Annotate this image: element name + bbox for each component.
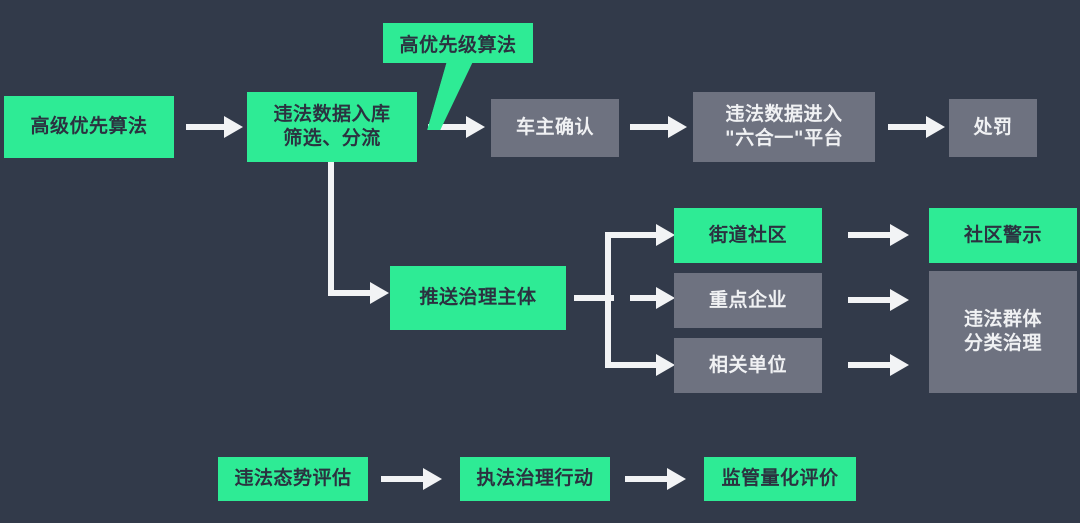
arrow-shaft xyxy=(186,124,226,130)
node-classified-governance[interactable]: 违法群体 分类治理 xyxy=(929,271,1077,393)
connector-hub-stem xyxy=(574,295,614,301)
callout-high-priority-algorithm[interactable]: 高优先级算法 xyxy=(383,23,533,63)
arrow-head xyxy=(890,354,909,376)
arrow-head xyxy=(656,224,675,246)
arrow-shaft xyxy=(630,295,658,301)
arrow-shaft xyxy=(630,124,670,130)
arrow-shaft xyxy=(888,124,928,130)
connector-branch-spine xyxy=(605,232,611,368)
arrow-shaft xyxy=(350,290,372,296)
arrow-head xyxy=(224,116,243,138)
arrow-head xyxy=(926,116,945,138)
node-enforcement-governance-action[interactable]: 执法治理行动 xyxy=(460,457,610,501)
arrow-head xyxy=(370,282,389,304)
arrow-shaft xyxy=(428,124,468,130)
arrow-head xyxy=(668,116,687,138)
node-street-community[interactable]: 街道社区 xyxy=(674,208,822,263)
arrow-shaft xyxy=(848,297,892,303)
arrow-shaft xyxy=(848,362,892,368)
arrow-head xyxy=(667,468,686,490)
node-penalty[interactable]: 处罚 xyxy=(949,99,1037,157)
arrow-head xyxy=(890,289,909,311)
arrow-head xyxy=(466,116,485,138)
arrow-head xyxy=(890,224,909,246)
node-community-warning[interactable]: 社区警示 xyxy=(929,208,1077,263)
arrow-shaft xyxy=(630,232,658,238)
node-push-governance-entity[interactable]: 推送治理主体 xyxy=(390,266,566,330)
arrow-shaft xyxy=(625,476,669,482)
arrow-shaft xyxy=(848,232,892,238)
connector-n2-down-vertical xyxy=(328,162,334,296)
node-related-unit[interactable]: 相关单位 xyxy=(674,338,822,393)
arrow-head xyxy=(656,287,675,309)
connector-branch-top xyxy=(605,232,647,238)
node-key-enterprise[interactable]: 重点企业 xyxy=(674,273,822,328)
node-violation-situation-assessment[interactable]: 违法态势评估 xyxy=(218,457,368,501)
node-advanced-priority-algorithm[interactable]: 高级优先算法 xyxy=(4,96,174,158)
arrow-shaft xyxy=(381,476,425,482)
arrow-shaft xyxy=(630,362,658,368)
node-owner-confirmation[interactable]: 车主确认 xyxy=(491,99,619,157)
arrow-head xyxy=(423,468,442,490)
node-liuheyi-platform[interactable]: 违法数据进入 "六合一"平台 xyxy=(693,92,875,162)
node-violation-data-intake[interactable]: 违法数据入库 筛选、分流 xyxy=(247,92,417,162)
node-supervision-quantitative-evaluation[interactable]: 监管量化评价 xyxy=(704,457,856,501)
connector-branch-bottom xyxy=(605,362,647,368)
arrow-head xyxy=(656,354,675,376)
